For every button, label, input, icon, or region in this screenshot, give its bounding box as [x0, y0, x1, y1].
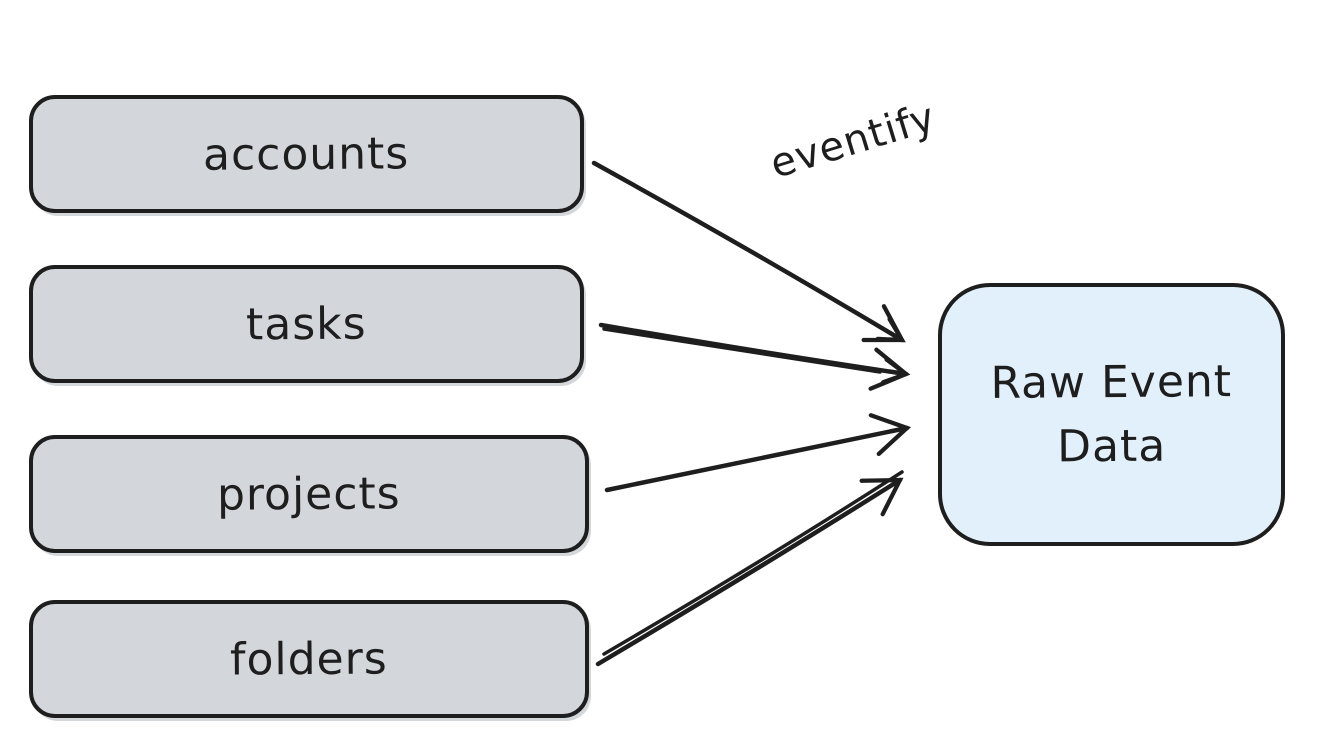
node-folders-label: folders — [229, 632, 389, 686]
edge-projects-to-raw-event-data[interactable] — [604, 413, 912, 493]
node-projects-label: projects — [216, 467, 401, 521]
node-projects[interactable]: projects — [29, 435, 589, 553]
node-raw-event-data-label: Raw Event Data — [990, 355, 1233, 472]
node-tasks[interactable]: tasks — [29, 265, 584, 383]
node-tasks-label: tasks — [246, 298, 367, 350]
edge-accounts-to-raw-event-data[interactable] — [591, 160, 906, 343]
edge-tasks-to-raw-event-data[interactable] — [598, 322, 911, 391]
node-raw-event-data[interactable]: Raw Event Data — [938, 283, 1285, 546]
node-accounts-label: accounts — [203, 127, 410, 181]
edge-folders-to-raw-event-data[interactable] — [595, 477, 904, 667]
node-folders[interactable]: folders — [29, 600, 589, 718]
node-accounts[interactable]: accounts — [29, 95, 584, 213]
edge-tasks-sketch-stroke — [602, 327, 882, 374]
edge-folders-sketch-stroke — [602, 470, 904, 656]
edge-label-eventify: eventify — [764, 94, 942, 188]
